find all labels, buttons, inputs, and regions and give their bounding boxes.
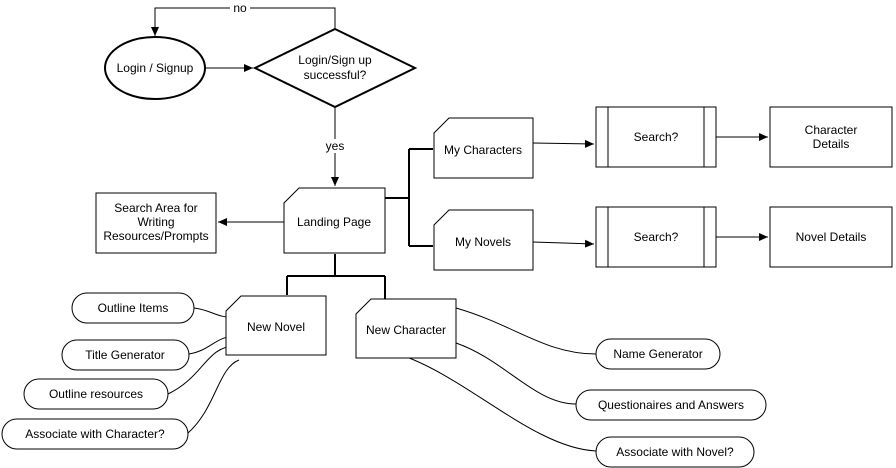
login-signup-label: Login / Signup bbox=[117, 61, 194, 75]
search-novels-node[interactable]: Search? bbox=[595, 206, 717, 268]
novel-details-node[interactable]: Novel Details bbox=[769, 206, 893, 268]
outline-resources-node[interactable]: Outline resources bbox=[23, 378, 169, 410]
outline-items-label: Outline Items bbox=[98, 301, 169, 315]
decision-label-line2: successful? bbox=[304, 68, 367, 82]
decision-label-line1: Login/Sign up bbox=[298, 53, 372, 67]
search-area-label-line2: Writing bbox=[137, 215, 174, 229]
search-area-label-line3: Resources/Prompts bbox=[103, 229, 208, 243]
landing-page-label: Landing Page bbox=[297, 215, 371, 229]
name-generator-node[interactable]: Name Generator bbox=[595, 338, 721, 370]
outline-items-node[interactable]: Outline Items bbox=[71, 292, 195, 324]
questionnaires-label: Questionaires and Answers bbox=[598, 398, 744, 412]
associate-novel-label: Associate with Novel? bbox=[616, 445, 734, 459]
edge-label-bg bbox=[322, 139, 348, 153]
title-generator-node[interactable]: Title Generator bbox=[61, 339, 190, 371]
login-signup-node[interactable]: Login / Signup bbox=[104, 36, 206, 100]
character-details-label-line1: Character bbox=[805, 123, 858, 137]
new-character-label: New Character bbox=[366, 323, 446, 337]
associate-character-label: Associate with Character? bbox=[25, 427, 165, 441]
outline-resources-label: Outline resources bbox=[49, 387, 143, 401]
login-success-decision[interactable]: Login/Sign up successful? bbox=[252, 27, 418, 109]
link-name-generator bbox=[455, 307, 597, 355]
link-associate-character bbox=[187, 359, 240, 434]
my-characters-label: My Characters bbox=[444, 143, 522, 157]
associate-novel-node[interactable]: Associate with Novel? bbox=[595, 436, 755, 468]
questionnaires-node[interactable]: Questionaires and Answers bbox=[575, 389, 767, 421]
edge-label-yes: yes bbox=[326, 139, 345, 153]
landing-page-node[interactable]: Landing Page bbox=[283, 187, 386, 254]
my-novels-node[interactable]: My Novels bbox=[433, 209, 534, 271]
new-novel-node[interactable]: New Novel bbox=[225, 295, 327, 356]
character-details-label-line2: Details bbox=[813, 137, 850, 151]
my-novels-label: My Novels bbox=[455, 235, 511, 249]
edge-landing-my-branch bbox=[385, 148, 433, 247]
edge-novels-search bbox=[532, 239, 595, 248]
edge-label-no: no bbox=[233, 1, 247, 15]
link-associate-novel bbox=[403, 355, 597, 452]
search-characters-node[interactable]: Search? bbox=[595, 106, 717, 168]
my-characters-node[interactable]: My Characters bbox=[433, 117, 534, 179]
search-area-label-line1: Search Area for bbox=[114, 201, 197, 215]
name-generator-label: Name Generator bbox=[613, 347, 702, 361]
search-area-node[interactable]: Search Area for Writing Resources/Prompt… bbox=[95, 192, 217, 254]
edge-characters-search bbox=[532, 139, 595, 148]
link-questionnaires bbox=[455, 342, 577, 405]
new-novel-label: New Novel bbox=[247, 320, 305, 334]
title-generator-label: Title Generator bbox=[85, 348, 165, 362]
new-character-node[interactable]: New Character bbox=[355, 298, 457, 359]
edge-landing-new-branch bbox=[286, 254, 386, 299]
associate-character-node[interactable]: Associate with Character? bbox=[1, 418, 189, 450]
edge-label-bg bbox=[230, 2, 250, 14]
character-details-node[interactable]: Character Details bbox=[769, 106, 893, 168]
novel-details-label: Novel Details bbox=[796, 230, 867, 244]
search-novels-label: Search? bbox=[634, 230, 679, 244]
search-characters-label: Search? bbox=[634, 130, 679, 144]
